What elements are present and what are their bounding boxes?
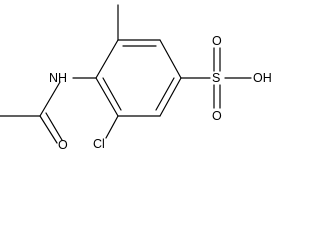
sulfonyl-oxygen-bottom-label: O <box>212 109 222 123</box>
benzene-ring <box>95 39 182 117</box>
ring-bond-c3-c4 <box>159 39 182 79</box>
hydroxyl-label: OH <box>253 71 272 85</box>
sulfonyl-oxygen-top-label: O <box>212 34 222 48</box>
chlorine-label: Cl <box>93 137 105 150</box>
chemical-structure-diagram: NH O Cl S O O OH <box>0 4 272 150</box>
ring-bond-c4-c5 <box>159 77 182 117</box>
bond-ring-to-cl <box>105 115 119 139</box>
carbonyl-oxygen-label: O <box>58 138 68 150</box>
ring-bond-c6-c1 <box>95 77 119 117</box>
ring-bond-c6-c1-inner <box>102 77 122 111</box>
nh-label: NH <box>49 71 67 85</box>
ring-bond-c1-c2 <box>95 39 119 79</box>
sulfur-label: S <box>212 71 220 85</box>
carbonyl-double-bond-b <box>45 112 63 141</box>
bond-nh-to-carbonyl <box>39 81 61 117</box>
ring-bond-c4-c5-inner <box>155 77 175 111</box>
carbonyl-double-bond-a <box>39 115 58 144</box>
